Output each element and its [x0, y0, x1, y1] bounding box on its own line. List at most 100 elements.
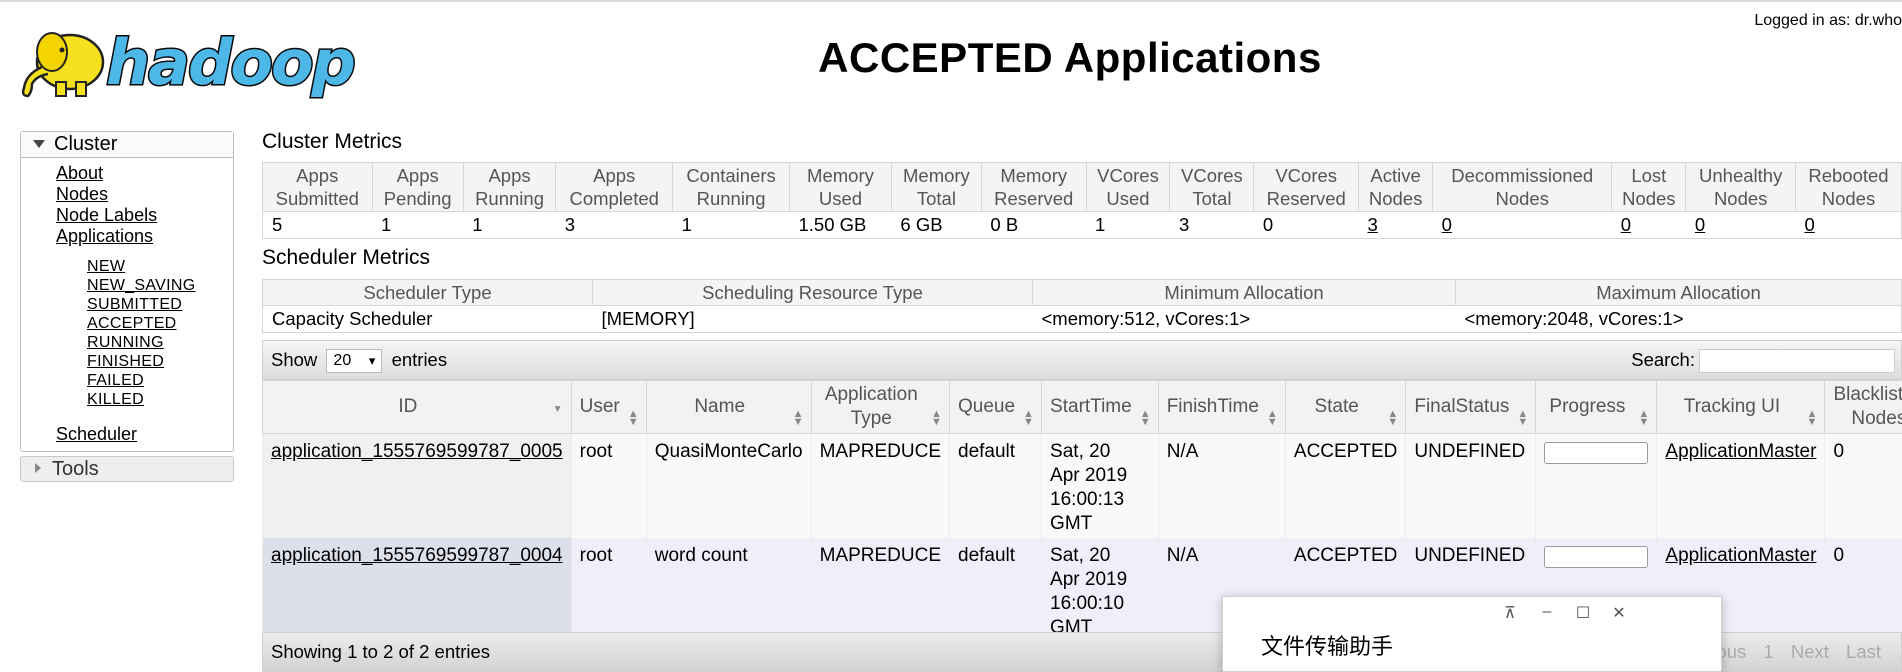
metric-value-vcores-used: 1	[1086, 211, 1170, 239]
sort-both-icon: ▲▼	[1387, 408, 1399, 428]
column-header-finalstatus[interactable]: FinalStatus▲▼	[1405, 380, 1537, 434]
metric-header-line: Nodes	[1368, 188, 1423, 209]
app-state-link-failed[interactable]: FAILED	[87, 372, 144, 389]
metric-header-line: Containers	[686, 165, 776, 186]
column-header-state[interactable]: State ▲▼	[1284, 380, 1407, 434]
nav-link-nodes[interactable]: Nodes	[56, 184, 109, 204]
metric-header-line: Active	[1370, 165, 1421, 186]
progress-cell	[1535, 433, 1657, 538]
metric-header-line: Used	[818, 188, 863, 209]
app-state-link-new[interactable]: NEW	[87, 258, 126, 275]
column-header-progress[interactable]: Progress▲▼	[1535, 380, 1658, 434]
min-allocation-header: Minimum Allocation	[1032, 279, 1456, 306]
scheduler-type-header: Scheduler Type	[262, 279, 593, 306]
page-length-select[interactable]: 20	[326, 349, 383, 373]
nav-link-about[interactable]: About	[56, 163, 104, 183]
metric-header-line: Pending	[383, 188, 452, 209]
search-input[interactable]	[1699, 348, 1895, 373]
app-state-link-new-saving[interactable]: NEW_SAVING	[87, 277, 196, 294]
pager-page-1[interactable]: 1	[1763, 641, 1774, 662]
pager-next[interactable]: Next	[1790, 641, 1829, 662]
metric-value-vcores-total: 3	[1169, 211, 1254, 239]
app-id-link[interactable]: application_1555769599787_0004	[271, 545, 563, 566]
metric-header-line: Nodes	[1713, 188, 1768, 209]
cluster-metrics-title: Cluster Metrics	[262, 130, 403, 153]
sort-both-icon: ▲▼	[1139, 408, 1151, 428]
metric-header-line: Rebooted	[1808, 165, 1889, 186]
start-time-line: Sat, 20	[1050, 545, 1111, 566]
pager-previous[interactable]: ous	[1716, 641, 1747, 662]
collapsed-triangle-icon	[35, 463, 41, 473]
metric-link-active-nodes[interactable]: 3	[1367, 214, 1378, 235]
pager-last[interactable]: Last	[1846, 641, 1881, 662]
sort-both-icon: ▲▼	[1023, 408, 1034, 428]
nav-link-node-labels[interactable]: Node Labels	[56, 205, 158, 225]
metric-header-line: Running	[696, 188, 766, 209]
nav-link-scheduler[interactable]: Scheduler	[56, 424, 138, 444]
top-border	[0, 0, 1902, 2]
column-header-line: User	[579, 396, 620, 417]
column-header-blacklisted-nodes[interactable]: BlacklistedNodes▲▼	[1824, 380, 1902, 434]
queue-cell: default	[948, 433, 1042, 538]
search-label: Search:	[1631, 349, 1695, 370]
app-state-link-accepted[interactable]: ACCEPTED	[87, 315, 177, 332]
metric-value-active-nodes: 3	[1358, 211, 1433, 239]
metric-link-unhealthy-nodes[interactable]: 0	[1694, 214, 1706, 235]
metric-header-line: Nodes	[1622, 188, 1676, 209]
column-header-queue[interactable]: Queue ▲▼	[948, 380, 1043, 434]
column-header-name[interactable]: Name▲▼	[645, 380, 812, 434]
maximize-icon[interactable]: ☐	[1575, 605, 1591, 622]
metric-header-line: Used	[1106, 188, 1150, 209]
column-header-user[interactable]: User▲▼	[570, 380, 647, 434]
tracking-ui-link[interactable]: ApplicationMaster	[1665, 441, 1817, 462]
sort-both-icon: ▲▼	[1806, 408, 1818, 428]
column-header-id[interactable]: ID▼	[262, 380, 572, 434]
blacklisted-nodes-cell: 0	[1824, 433, 1902, 538]
sort-both-icon: ▲▼	[792, 408, 804, 428]
metric-header-line: Lost	[1631, 165, 1667, 186]
column-header-starttime[interactable]: StartTime▲▼	[1041, 380, 1159, 434]
column-header-line: FinalStatus	[1414, 396, 1510, 417]
column-header-line: Type	[850, 408, 892, 429]
close-icon[interactable]: ✕	[1612, 605, 1626, 622]
app-state-link-submitted[interactable]: SUBMITTED	[87, 296, 183, 313]
pin-icon[interactable]: ⊼	[1504, 605, 1516, 622]
hadoop-logo[interactable]: hadoop	[18, 12, 398, 102]
tools-accordion-header[interactable]: Tools	[20, 456, 234, 482]
app-state-link-finished[interactable]: FINISHED	[87, 353, 165, 370]
app-state-link-killed[interactable]: KILLED	[87, 391, 144, 408]
metric-link-decommissioned-nodes[interactable]: 0	[1441, 214, 1452, 235]
column-header-finishtime[interactable]: FinishTime▲▼	[1157, 380, 1286, 434]
column-header-line: ID	[398, 396, 418, 417]
sort-both-icon: ▲▼	[1638, 408, 1650, 428]
metric-header-line: Total	[1192, 188, 1232, 209]
cluster-accordion-header[interactable]: Cluster	[21, 132, 233, 158]
metric-header-line: Decommissioned	[1451, 165, 1594, 186]
column-header-line: State	[1314, 396, 1359, 417]
tracking-ui-link[interactable]: ApplicationMaster	[1665, 545, 1817, 566]
app-id-cell: application_1555769599787_0004	[262, 538, 572, 642]
metric-value-vcores-reserved: 0	[1253, 211, 1359, 239]
metric-value-memory-reserved: 0 B	[981, 211, 1087, 239]
minimize-icon[interactable]: –	[1542, 603, 1552, 620]
metric-link-rebooted-nodes[interactable]: 0	[1804, 214, 1815, 235]
metric-link-lost-nodes[interactable]: 0	[1620, 214, 1632, 235]
entries-label: entries	[391, 349, 448, 370]
column-header-tracking-ui[interactable]: Tracking UI▲▼	[1656, 380, 1826, 434]
resource-type-value: [MEMORY]	[592, 305, 1033, 333]
column-header-line: Queue	[958, 396, 1016, 417]
app-id-link[interactable]: application_1555769599787_0005	[271, 441, 563, 462]
file-transfer-window[interactable]: ⊼ – ☐ ✕ 文件传输助手	[1222, 596, 1722, 672]
nav-link-applications[interactable]: Applications	[56, 226, 154, 246]
app-state-link-running[interactable]: RUNNING	[87, 334, 164, 351]
final-status-cell: UNDEFINED	[1405, 433, 1536, 538]
